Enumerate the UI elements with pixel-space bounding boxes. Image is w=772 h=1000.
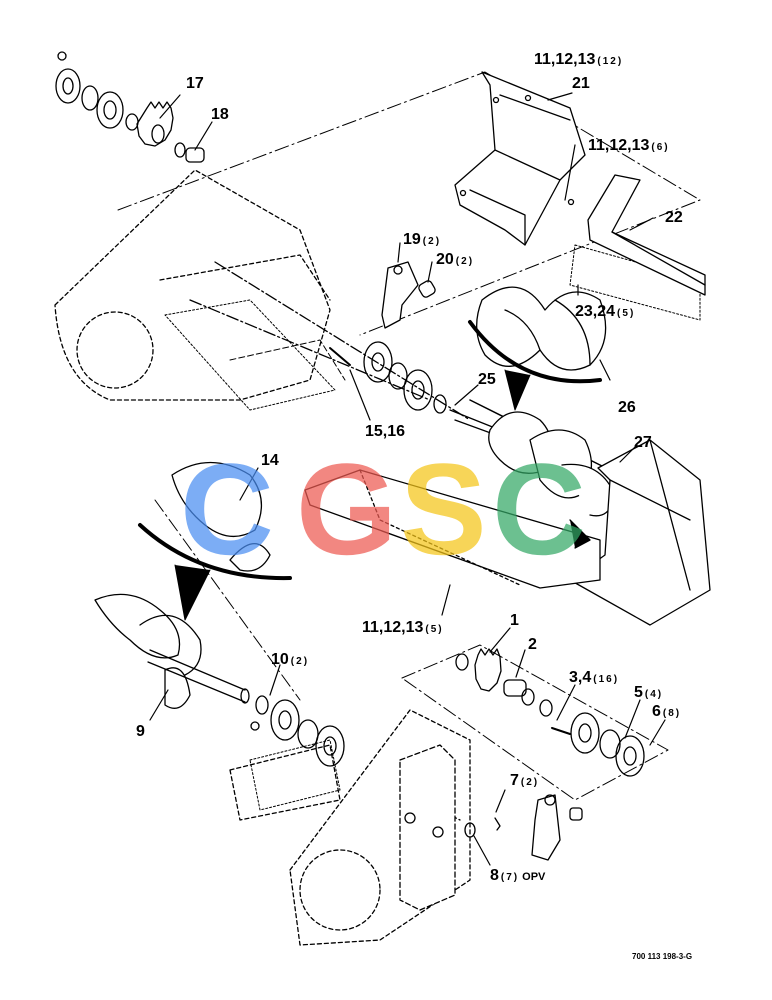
callout-18: 18	[211, 106, 229, 123]
watermark-letter-c1: C	[180, 436, 274, 582]
auger-9	[94, 593, 250, 709]
trough-27	[569, 439, 711, 626]
chain-strips	[164, 244, 701, 811]
lower-panel	[304, 469, 601, 589]
callout-21: 21	[572, 75, 590, 92]
callout-26: 26	[618, 399, 636, 416]
callout-3-4: 3,4(16)	[569, 669, 620, 686]
callout-11-12-13-low: 11,12,13(5)	[362, 619, 444, 636]
callout-11-12-13-mid: 11,12,13(6)	[588, 137, 670, 154]
callout-5: 5(4)	[634, 684, 664, 701]
auger-flighting-26	[468, 286, 607, 384]
callout-1: 1	[510, 612, 519, 629]
bracket-21	[454, 71, 586, 246]
lower-bearing-stack	[250, 695, 345, 767]
callout-8: 8(7)OPV	[490, 867, 546, 884]
frame-column	[399, 744, 456, 911]
left-frame-panel	[54, 169, 331, 401]
watermark-letter-g: G	[296, 436, 398, 582]
callout-10: 10(2)	[271, 651, 310, 668]
callout-27: 27	[634, 434, 652, 451]
watermark-letter-c2: C	[492, 436, 586, 582]
callout-7: 7(2)	[510, 772, 540, 789]
callout-25: 25	[478, 371, 496, 388]
auger-25	[469, 369, 616, 517]
callout-23-24: 23,24(5)	[575, 303, 636, 320]
callout-19: 19(2)	[403, 231, 442, 248]
drawing-reference-number: 700 113 198-3-G	[632, 952, 693, 961]
top-bearing-assembly	[55, 51, 205, 163]
watermark-letter-s: S	[400, 436, 487, 582]
callout-2: 2	[528, 636, 537, 653]
callout-6: 6(8)	[652, 703, 682, 720]
right-bearing-stack	[551, 712, 645, 777]
callout-14: 14	[261, 452, 279, 469]
leader-lines	[149, 92, 666, 866]
sprocket-assembly	[455, 648, 553, 717]
callout-17: 17	[186, 75, 204, 92]
lower-frame-panel	[229, 709, 471, 946]
callout-22: 22	[665, 209, 683, 226]
callout-11-12-13-top: 11,12,13(12)	[534, 51, 624, 68]
bracket-19	[381, 261, 436, 329]
callout-20: 20(2)	[436, 251, 475, 268]
auger-flighting-14	[138, 461, 292, 621]
reference-planes	[117, 71, 701, 801]
callout-15-16: 15,16	[365, 423, 406, 440]
callout-9: 9	[136, 723, 145, 740]
angle-rail-22	[587, 174, 706, 296]
pivot-bracket	[399, 789, 583, 861]
middle-bearing-stack	[329, 341, 511, 441]
